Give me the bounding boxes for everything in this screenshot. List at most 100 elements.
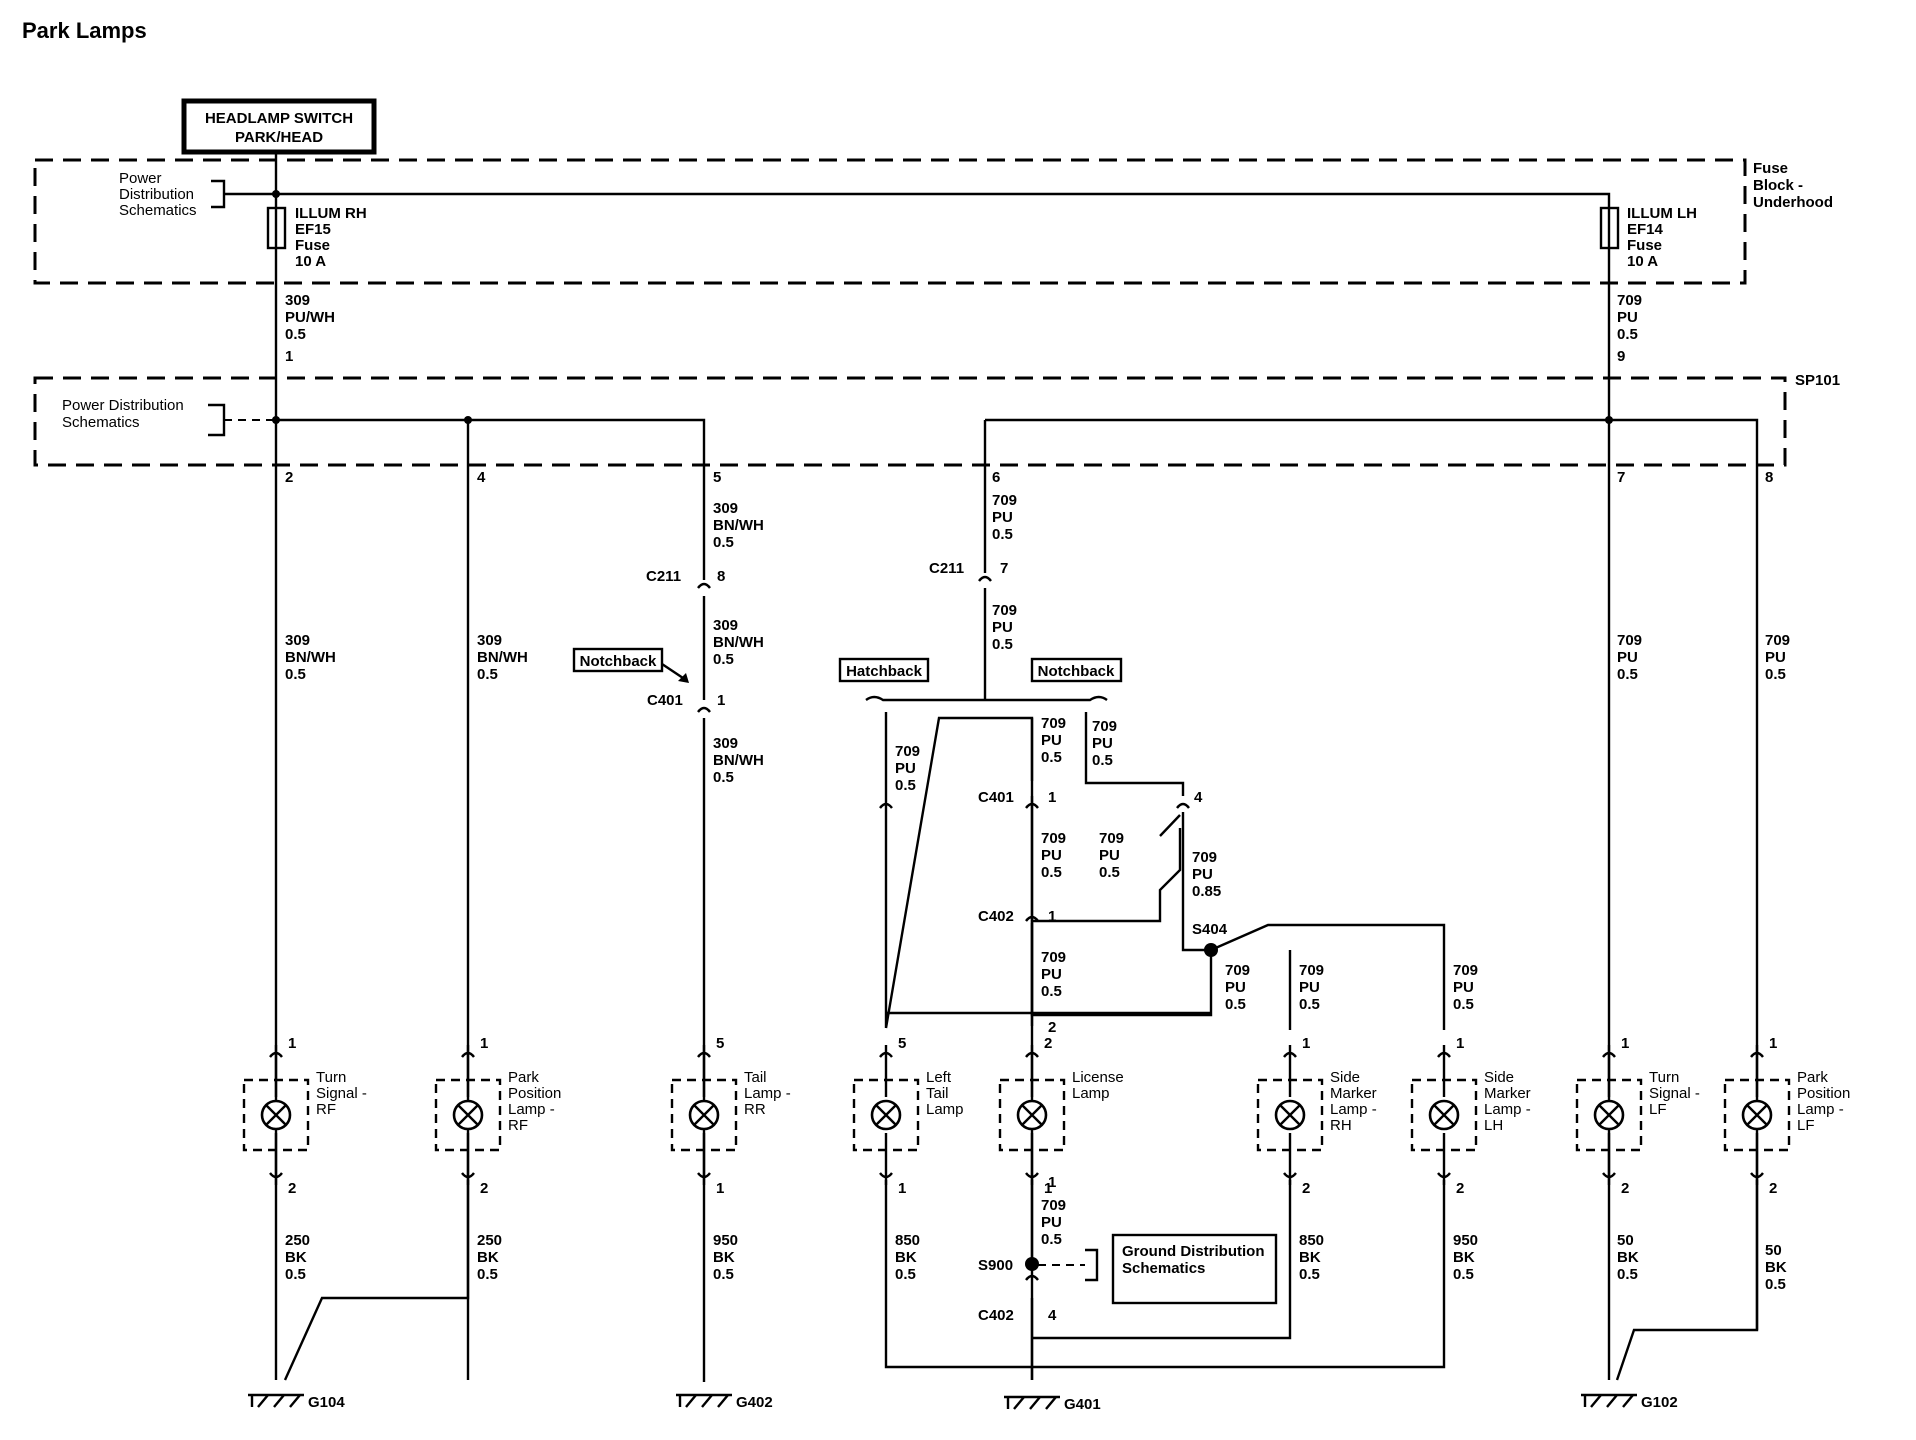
svg-text:950: 950 [1453,1232,1478,1249]
svg-text:7: 7 [1617,469,1625,486]
svg-text:BK: BK [895,1249,917,1266]
lamp-name-line: Park [508,1069,539,1086]
svg-text:0.5: 0.5 [992,526,1013,543]
svg-text:8: 8 [1765,469,1773,486]
svg-text:0.85: 0.85 [1192,883,1221,900]
svg-text:0.5: 0.5 [285,666,306,683]
svg-text:709: 709 [1041,715,1066,732]
lamp-pin-top: 1 [288,1035,296,1052]
splice-pack-label: SP101 [1795,372,1840,389]
svg-text:C401: C401 [978,789,1014,806]
lamp-pin-bottom: 2 [1769,1180,1777,1197]
svg-text:C402: C402 [978,908,1014,925]
lamp-name-line: Left [926,1069,952,1086]
svg-text:1: 1 [285,348,293,365]
svg-text:BN/WH: BN/WH [713,752,764,769]
lamp-name-line: Lamp - [1484,1101,1531,1118]
svg-text:1: 1 [717,692,725,709]
svg-text:0.5: 0.5 [713,651,734,668]
svg-text:0.5: 0.5 [1453,1266,1474,1283]
fuse-block-label: Fuse Block - Underhood [1753,160,1833,211]
svg-text:BK: BK [477,1249,499,1266]
svg-text:2: 2 [285,469,293,486]
svg-text:PU: PU [1453,979,1474,996]
svg-text:0.5: 0.5 [1617,1266,1638,1283]
svg-text:BK: BK [1765,1259,1787,1276]
lamp-name-line: RF [316,1101,336,1118]
svg-text:709: 709 [1617,292,1642,309]
svg-text:0.5: 0.5 [713,769,734,786]
svg-text:950: 950 [713,1232,738,1249]
svg-text:Schematics: Schematics [1122,1260,1205,1277]
svg-text:6: 6 [992,469,1000,486]
lamp-name-line: RF [508,1117,528,1134]
svg-text:0.5: 0.5 [1099,864,1120,881]
svg-text:EF15: EF15 [295,221,331,238]
svg-text:Ground Distribution: Ground Distribution [1122,1243,1264,1260]
fuse-ef15: ILLUM RH EF15 Fuse 10 A [266,205,367,270]
svg-text:Schematics: Schematics [62,414,140,431]
svg-text:7: 7 [1000,560,1008,577]
lamp-name-line: License [1072,1069,1124,1086]
svg-text:50: 50 [1617,1232,1634,1249]
svg-text:709: 709 [992,602,1017,619]
hatchback-option: Hatchback [838,657,930,683]
svg-text:PU: PU [1765,649,1786,666]
svg-text:Underhood: Underhood [1753,194,1833,211]
svg-text:0.5: 0.5 [895,1266,916,1283]
lamp-name-line: Lamp - [508,1101,555,1118]
svg-text:10 A: 10 A [1627,253,1658,270]
svg-text:BN/WH: BN/WH [477,649,528,666]
pin-labels: 1 9 2 4 5 6 7 8 8 1 7 1 4 1 2 1 4 [285,348,1773,1324]
svg-text:BK: BK [1617,1249,1639,1266]
svg-text:BK: BK [713,1249,735,1266]
power-distribution-reference-middle: Power Distribution Schematics [62,397,276,437]
grounds: G104 G402 G401 G102 [248,1393,1678,1413]
svg-text:850: 850 [895,1232,920,1249]
svg-text:250: 250 [477,1232,502,1249]
lamp-pin-bottom: 2 [1621,1180,1629,1197]
lamp-name-line: Signal - [1649,1085,1700,1102]
svg-text:709: 709 [1225,962,1250,979]
svg-text:0.5: 0.5 [1041,1231,1062,1248]
ground-g102: G102 [1581,1393,1678,1411]
svg-text:BN/WH: BN/WH [713,634,764,651]
svg-text:0.5: 0.5 [1041,983,1062,1000]
lamp-pin-bottom: 2 [1456,1180,1464,1197]
ground-label: G104 [308,1394,345,1411]
ground-distribution-reference: Ground Distribution Schematics [1038,1233,1278,1305]
fuse-ef14: ILLUM LH EF14 Fuse 10 A [1599,205,1697,270]
svg-text:Power: Power [119,170,162,187]
lamp-pin-top: 5 [716,1035,724,1052]
lamp-pin-bottom: 2 [288,1180,296,1197]
headlamp-switch-line-2: PARK/HEAD [235,129,323,146]
ground-label: G401 [1064,1396,1101,1413]
splice-pack-outline [33,376,1787,467]
svg-text:309: 309 [713,617,738,634]
power-distribution-reference-top: Power Distribution Schematics [119,170,276,219]
svg-text:ILLUM LH: ILLUM LH [1627,205,1697,222]
svg-text:50: 50 [1765,1242,1782,1259]
svg-text:10 A: 10 A [295,253,326,270]
svg-text:PU: PU [1225,979,1246,996]
svg-text:EF14: EF14 [1627,221,1664,238]
svg-text:850: 850 [1299,1232,1324,1249]
svg-text:0.5: 0.5 [1299,1266,1320,1283]
svg-text:C211: C211 [646,568,681,585]
lamp-pin-top: 1 [1456,1035,1464,1052]
lamp-name-line: Side [1484,1069,1514,1086]
svg-text:PU: PU [1041,1214,1062,1231]
lamp-name-line: Tail [926,1085,949,1102]
svg-text:0.5: 0.5 [1092,752,1113,769]
lamp-name-line: Turn [1649,1069,1679,1086]
lamp-name-line: Park [1797,1069,1828,1086]
ground-label: G402 [736,1394,773,1411]
svg-text:PU: PU [1099,847,1120,864]
svg-text:Notchback: Notchback [1038,663,1115,680]
